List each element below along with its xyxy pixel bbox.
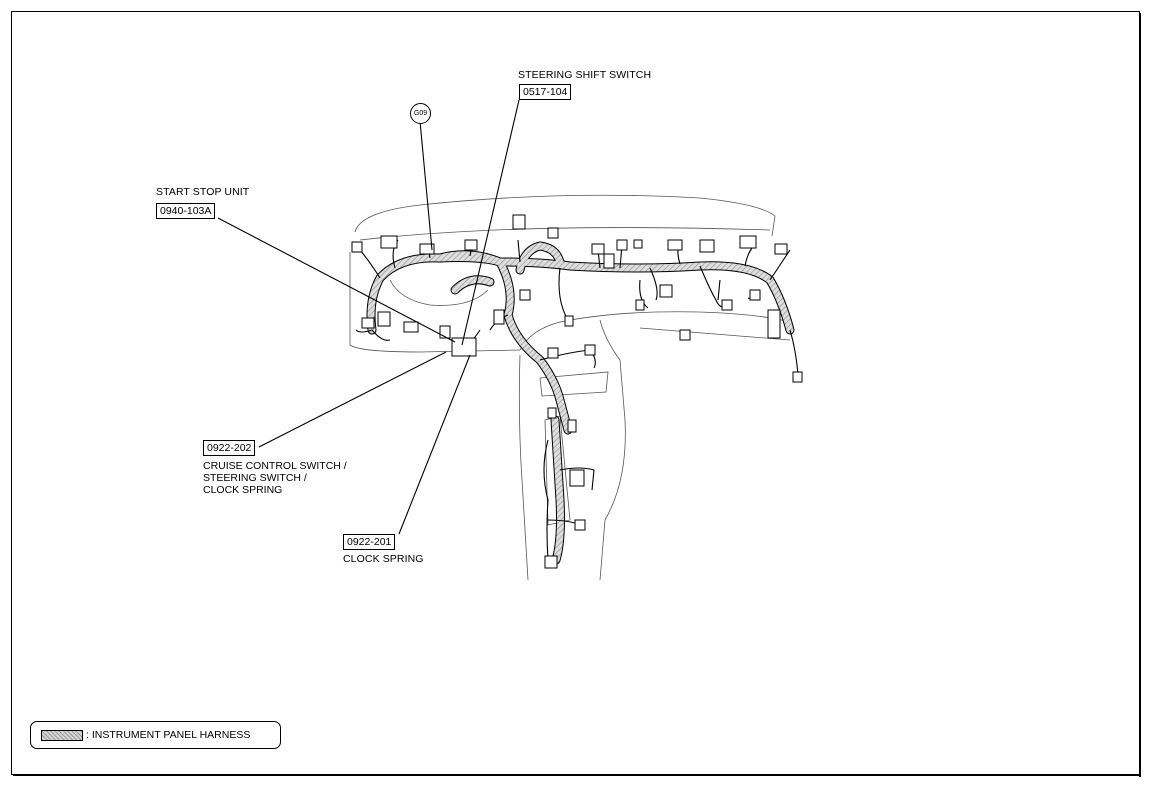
cruise-control-line-1: CRUISE CONTROL SWITCH / [203,460,347,472]
ground-point-marker: G09 [410,103,431,124]
cruise-control-line-3: CLOCK SPRING [203,484,283,496]
legend-box: : INSTRUMENT PANEL HARNESS [30,721,281,749]
branch-wires [355,239,799,561]
instrument-panel-harness [366,241,795,565]
steering-shift-switch-code[interactable]: 0517-104 [519,84,572,100]
frame-shadow-bottom [13,774,1141,776]
clock-spring-label: CLOCK SPRING [343,553,424,565]
start-stop-unit-label: START STOP UNIT [156,186,250,198]
cruise-control-line-2: STEERING SWITCH / [203,472,307,484]
legend-label: : INSTRUMENT PANEL HARNESS [86,729,251,741]
steering-shift-switch-label: STEERING SHIFT SWITCH [518,69,652,81]
cruise-control-switch-description: CRUISE CONTROL SWITCH / STEERING SWITCH … [203,460,347,496]
cruise-control-switch-code[interactable]: 0922-202 [203,440,256,456]
connectors [351,214,803,569]
start-stop-unit-code[interactable]: 0940-103A [156,203,216,219]
harness-swatch [41,730,83,741]
frame-shadow-right [1139,13,1141,777]
leader-lines [217,99,520,535]
clock-spring-code[interactable]: 0922-201 [343,534,396,550]
